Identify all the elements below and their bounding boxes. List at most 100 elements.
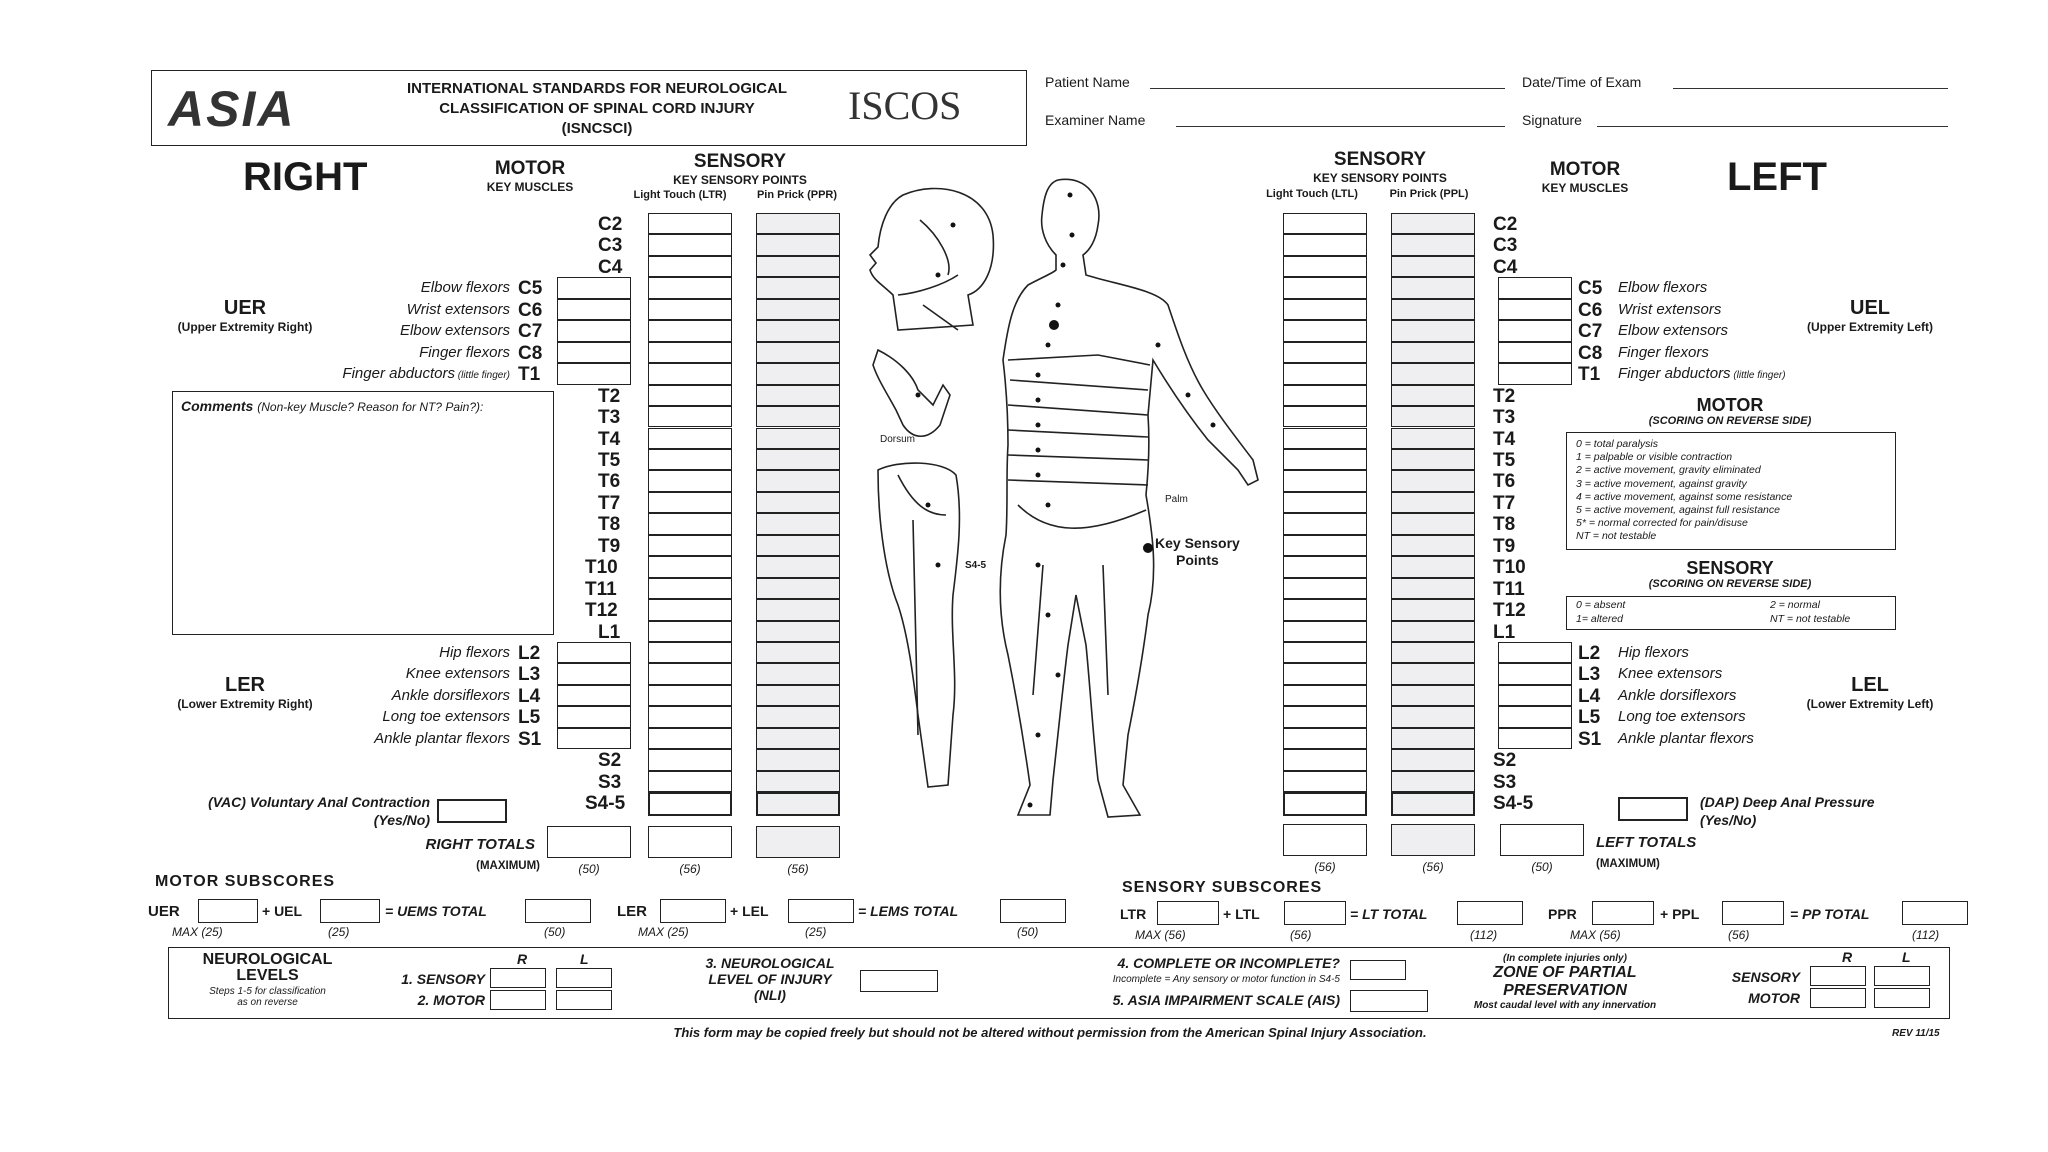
left-ltl-cell-t8[interactable]	[1283, 513, 1367, 535]
right-ppr-cell-l3[interactable]	[756, 663, 840, 685]
right-ppr-cell-c2[interactable]	[756, 213, 840, 235]
right-ltr-cell-c7[interactable]	[648, 320, 732, 342]
neuro-motor-l-input[interactable]	[556, 990, 612, 1010]
right-ppr-total[interactable]	[756, 826, 840, 858]
right-ppr-cell-s2[interactable]	[756, 749, 840, 771]
left-ppl-cell-t6[interactable]	[1391, 470, 1475, 492]
right-ppr-cell-l4[interactable]	[756, 684, 840, 707]
ltl-subscore-input[interactable]	[1284, 901, 1346, 925]
right-ppr-cell-c6[interactable]	[756, 298, 840, 321]
ppr-subscore-input[interactable]	[1592, 901, 1654, 925]
right-ltr-cell-s1[interactable]	[648, 727, 732, 750]
left-ltl-cell-t11[interactable]	[1283, 577, 1367, 600]
ltr-subscore-input[interactable]	[1157, 901, 1219, 925]
left-ltl-cell-c3[interactable]	[1283, 234, 1367, 256]
right-ppr-cell-l2[interactable]	[756, 642, 840, 664]
left-ltl-cell-t4[interactable]	[1283, 427, 1367, 449]
zpp-sensory-r-input[interactable]	[1810, 966, 1866, 986]
left-motor-cell-l3[interactable]	[1498, 663, 1572, 685]
right-ppr-cell-l5[interactable]	[756, 706, 840, 728]
left-motor-cell-c8[interactable]	[1498, 341, 1572, 364]
left-ppl-cell-s2[interactable]	[1391, 749, 1475, 771]
left-ltl-cell-s4-5[interactable]	[1283, 792, 1367, 816]
left-ppl-cell-c6[interactable]	[1391, 298, 1475, 321]
right-ppr-cell-t2[interactable]	[756, 384, 840, 407]
uel-subscore-input[interactable]	[320, 899, 380, 923]
right-ppr-cell-t1[interactable]	[756, 363, 840, 385]
ler-subscore-input[interactable]	[660, 899, 726, 923]
left-ltl-cell-s3[interactable]	[1283, 770, 1367, 793]
left-motor-cell-t1[interactable]	[1498, 363, 1572, 385]
left-ppl-cell-l3[interactable]	[1391, 663, 1475, 685]
right-ppr-cell-l1[interactable]	[756, 620, 840, 642]
dap-input[interactable]	[1618, 797, 1688, 821]
left-ltl-cell-l2[interactable]	[1283, 642, 1367, 664]
right-motor-cell-c6[interactable]	[557, 298, 631, 321]
left-ltl-cell-c6[interactable]	[1283, 298, 1367, 321]
right-ltr-cell-c2[interactable]	[648, 213, 732, 235]
left-motor-cell-s1[interactable]	[1498, 727, 1572, 750]
left-ppl-cell-s3[interactable]	[1391, 770, 1475, 793]
signature-field[interactable]	[1597, 126, 1948, 127]
left-ltl-cell-c5[interactable]	[1283, 277, 1367, 299]
left-ppl-cell-l2[interactable]	[1391, 642, 1475, 664]
left-motor-total[interactable]	[1500, 824, 1584, 856]
right-ltr-cell-l5[interactable]	[648, 706, 732, 728]
left-ltl-cell-l5[interactable]	[1283, 706, 1367, 728]
right-ppr-cell-c7[interactable]	[756, 320, 840, 342]
zpp-sensory-l-input[interactable]	[1874, 966, 1930, 986]
left-ppl-cell-c4[interactable]	[1391, 255, 1475, 278]
right-ltr-cell-t8[interactable]	[648, 513, 732, 535]
right-ltr-cell-l2[interactable]	[648, 642, 732, 664]
left-ltl-cell-t9[interactable]	[1283, 534, 1367, 557]
left-ppl-cell-t9[interactable]	[1391, 534, 1475, 557]
left-ppl-cell-c5[interactable]	[1391, 277, 1475, 299]
left-ppl-cell-t12[interactable]	[1391, 599, 1475, 621]
neuro-sensory-r-input[interactable]	[490, 968, 546, 988]
complete-input[interactable]	[1350, 960, 1406, 980]
right-ltr-cell-t10[interactable]	[648, 556, 732, 578]
right-ppr-cell-c4[interactable]	[756, 255, 840, 278]
right-ltr-cell-t3[interactable]	[648, 406, 732, 428]
right-ltr-cell-s2[interactable]	[648, 749, 732, 771]
right-ltr-cell-l1[interactable]	[648, 620, 732, 642]
right-ltr-cell-c5[interactable]	[648, 277, 732, 299]
left-ltl-cell-t1[interactable]	[1283, 363, 1367, 385]
right-motor-cell-c5[interactable]	[557, 277, 631, 299]
right-ppr-cell-s3[interactable]	[756, 770, 840, 793]
examiner-name-field[interactable]	[1176, 126, 1505, 127]
lems-total-input[interactable]	[1000, 899, 1066, 923]
left-ppl-cell-t2[interactable]	[1391, 384, 1475, 407]
left-ltl-cell-s2[interactable]	[1283, 749, 1367, 771]
left-ppl-cell-t8[interactable]	[1391, 513, 1475, 535]
ppl-subscore-input[interactable]	[1722, 901, 1784, 925]
left-ppl-cell-l1[interactable]	[1391, 620, 1475, 642]
vac-input[interactable]	[437, 799, 507, 823]
right-ltr-cell-c8[interactable]	[648, 341, 732, 364]
left-ppl-cell-c3[interactable]	[1391, 234, 1475, 256]
left-motor-cell-c5[interactable]	[1498, 277, 1572, 299]
right-ltr-cell-s3[interactable]	[648, 770, 732, 793]
right-motor-total[interactable]	[547, 826, 631, 858]
right-ltr-cell-t4[interactable]	[648, 427, 732, 449]
left-ltl-cell-s1[interactable]	[1283, 727, 1367, 750]
right-ltr-total[interactable]	[648, 826, 732, 858]
right-ltr-cell-t9[interactable]	[648, 534, 732, 557]
right-ppr-cell-t6[interactable]	[756, 470, 840, 492]
uer-subscore-input[interactable]	[198, 899, 258, 923]
left-ppl-cell-t5[interactable]	[1391, 448, 1475, 471]
neuro-motor-r-input[interactable]	[490, 990, 546, 1010]
left-ltl-cell-l3[interactable]	[1283, 663, 1367, 685]
left-ltl-cell-t10[interactable]	[1283, 556, 1367, 578]
lt-total-input[interactable]	[1457, 901, 1523, 925]
right-ltr-cell-t12[interactable]	[648, 599, 732, 621]
right-ppr-cell-t3[interactable]	[756, 406, 840, 428]
left-ltl-cell-t2[interactable]	[1283, 384, 1367, 407]
right-motor-cell-l5[interactable]	[557, 706, 631, 728]
left-ppl-cell-l4[interactable]	[1391, 684, 1475, 707]
right-ltr-cell-l4[interactable]	[648, 684, 732, 707]
right-ltr-cell-t11[interactable]	[648, 577, 732, 600]
left-ppl-cell-s4-5[interactable]	[1391, 792, 1475, 816]
left-ltl-total[interactable]	[1283, 824, 1367, 856]
left-ppl-cell-t10[interactable]	[1391, 556, 1475, 578]
